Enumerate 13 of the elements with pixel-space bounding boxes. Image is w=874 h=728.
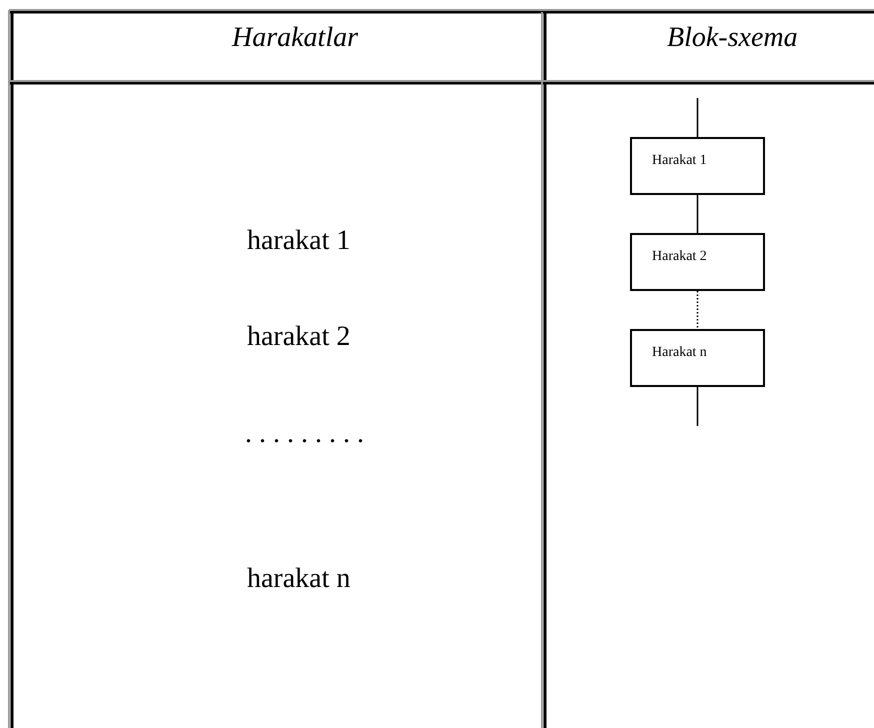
action-text: harakat n [247,563,350,595]
process-box: Harakat 1 [630,137,765,195]
connector-line [696,291,698,329]
action-text: harakat 1 [247,225,350,257]
process-box: Harakat n [630,329,765,387]
action-text: harakat 2 [247,321,350,353]
connector-line [696,195,698,233]
connector-line [696,387,698,426]
connector-line [696,98,698,137]
column-header: Harakatlar [232,22,358,54]
column-header: Blok-sxema [667,22,798,54]
ellipsis-text: . . . . . . . . . [245,418,364,450]
process-box: Harakat 2 [630,233,765,291]
